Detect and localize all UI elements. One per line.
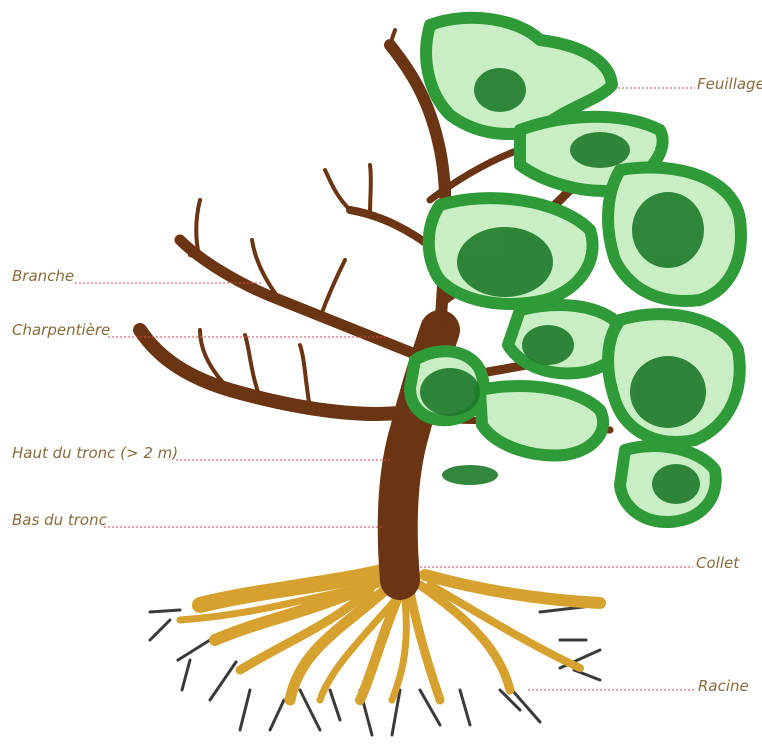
foliage — [410, 18, 741, 522]
root-system — [150, 570, 600, 735]
label-haut-du-tronc: Haut du tronc (> 2 m) — [12, 444, 178, 462]
label-charpentiere: Charpentière — [12, 321, 110, 339]
label-branche: Branche — [12, 267, 74, 285]
label-racine: Racine — [698, 677, 749, 695]
label-feuillage: Feuillage — [697, 75, 762, 93]
label-collet: Collet — [696, 554, 740, 572]
label-bas-du-tronc: Bas du tronc — [12, 511, 108, 529]
